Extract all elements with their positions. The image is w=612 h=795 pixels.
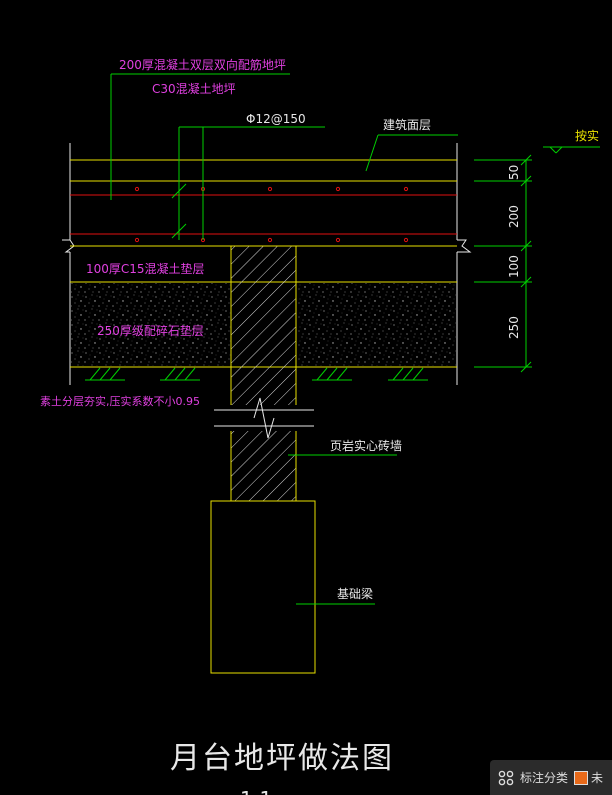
grid-icon[interactable] [498,770,514,786]
floor-finish-label: 建筑面层 [383,117,431,132]
rebar-spec: Φ12@150 [246,112,306,126]
gravel-fill-right [297,283,456,366]
wall-label: 页岩实心砖墙 [330,438,402,453]
foundation-beam-label: 基础梁 [337,586,373,601]
note-slab-line2: C30混凝土地坪 [152,81,236,96]
drawing-scale-partial: 1:1 [240,787,272,795]
dimension-lines [474,154,532,373]
category-truncated-label[interactable]: 未 [591,771,604,785]
compaction-mark: 按实 [575,128,599,143]
dim-200: 200 [507,205,521,228]
gravel-label: 250厚级配碎石垫层 [97,323,204,338]
dim-100: 100 [507,255,521,278]
annotation-category-label[interactable]: 标注分类 [520,771,569,785]
category-color-swatch[interactable] [574,770,589,785]
rebar-lines [70,186,457,243]
dim-250: 250 [507,316,521,339]
slab-outline [62,143,472,385]
leader-lines [110,73,600,605]
foundation-beam [210,500,316,674]
annotation-category-panel[interactable]: 标注分类 未 [490,760,612,795]
note-slab-line1: 200厚混凝土双层双向配筋地坪 [119,57,286,72]
gravel-fill-left [71,283,231,366]
soil-hatch-marks [85,367,428,381]
soil-note: 素土分层夯实,压实系数不小0.95 [40,394,200,408]
cushion-label: 100厚C15混凝土垫层 [86,261,205,276]
dim-50: 50 [507,165,521,180]
drawing-title: 月台地坪做法图 [170,741,394,776]
